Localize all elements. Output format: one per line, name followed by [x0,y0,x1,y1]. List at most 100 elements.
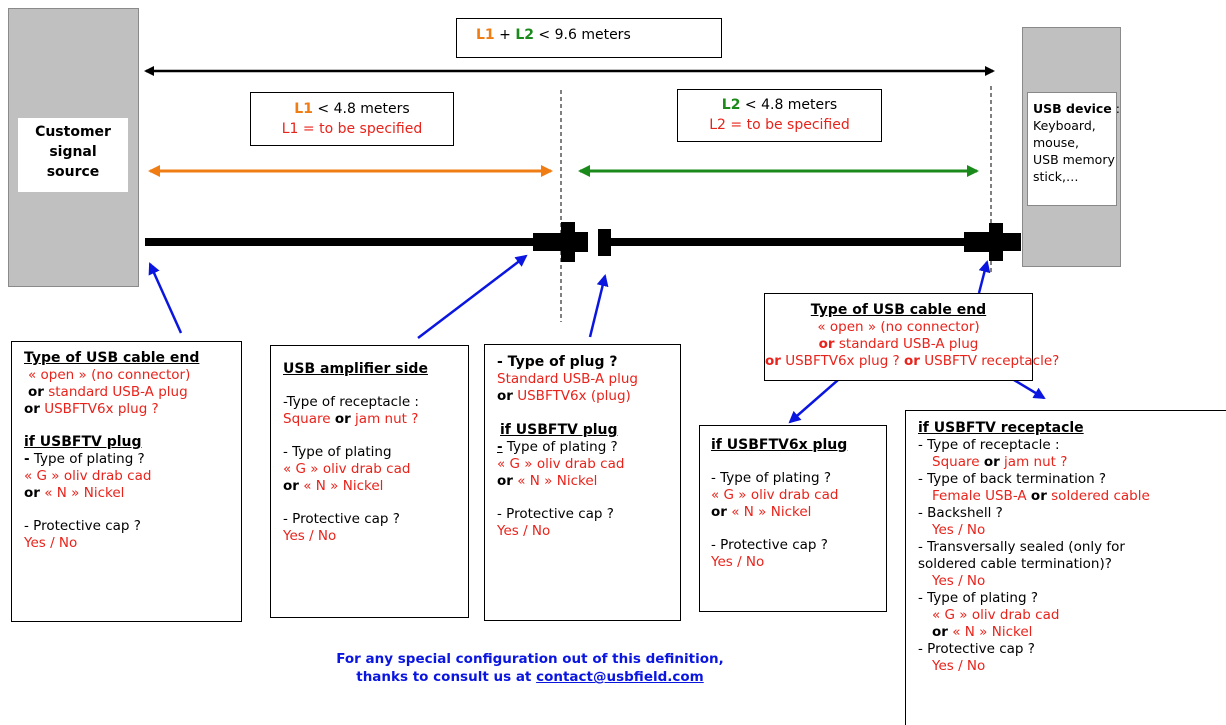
ftv6x-plug-box: if USBFTV6x plug - Type of plating ? « G… [699,425,887,612]
ftv6x-or: or [711,504,727,520]
source-line3: source [46,164,100,180]
cable-end-left-or2: or [24,401,40,417]
receptacle-backshell-q: - Backshell ? [918,505,1003,521]
cable-end-left-or1: or [28,384,44,400]
receptacle-sealed-yes-no: Yes / No [932,573,986,589]
device-line4: stick,… [1033,169,1079,184]
receptacle-sealed-q2: soldered cable termination)? [918,556,1112,572]
pointer-arrow-plug [588,274,609,338]
l1-label: L1 [294,101,313,117]
amp-side-rec-q: -Type of receptacle : [283,394,419,410]
receptacle-female: Female USB-A [932,488,1031,504]
cable-end-right-opt2: standard USB-A plug [834,336,979,352]
cable-end-left-g: « G » oliv drab cad [24,468,152,484]
cable-end-left-subtitle: if USBFTV plug [24,434,142,450]
device-connector-flange [989,223,1003,261]
receptacle-cap-q: - Protective cap ? [918,641,1035,657]
amplifier-side-box: USB amplifier side -Type of receptacle :… [270,345,469,618]
cable-end-left-box: Type of USB cable end « open » (no conne… [11,341,242,622]
receptacle-sealed-q1: - Transversally sealed (only for [918,539,1125,555]
receptacle-g: « G » oliv drab cad [932,607,1060,623]
plug-type-title: - Type of plug ? [497,354,618,370]
amp-side-title: USB amplifier side [283,361,428,377]
plug-type-yes-no: Yes / No [497,523,551,539]
receptacle-or2: or [1030,488,1047,504]
plug-type-or1: or [497,388,513,404]
amp-side-yes-no: Yes / No [283,528,337,544]
cable-end-right-or3: or [904,353,920,369]
amplifier-connector-body [533,233,564,251]
ftv6x-g: « G » oliv drab cad [711,487,839,503]
device-line2: mouse, [1033,135,1079,150]
receptacle-jam: jam nut ? [999,454,1068,470]
l2-spec: L2 = to be specified [709,117,850,133]
receptacle-cap-yes-no: Yes / No [932,658,986,674]
cable-end-right-box: Type of USB cable end « open » (no conne… [764,293,1059,381]
amp-side-cap-q: - Protective cap ? [283,511,400,527]
cable-end-right-title: Type of USB cable end [810,302,987,318]
pointer-arrow-right-end [977,260,991,294]
amp-side-n: « N » Nickel [298,478,384,494]
plug-type-opt2: USBFTV6x (plug) [512,388,631,404]
footer-line2: thanks to consult us at [356,669,537,685]
ftv6x-title: if USBFTV6x plug [711,437,848,453]
l1-rest: < 4.8 meters [312,101,410,117]
l1-length-box: L1 < 4.8 meters L1 = to be specified [250,92,454,146]
amp-side-or2: or [283,478,299,494]
plug-type-or2: or [497,473,513,489]
receptacle-square: Square [932,454,984,470]
receptacle-or1: or [983,454,1000,470]
total-plus: + [494,27,516,43]
device-title: USB device [1033,101,1112,116]
amp-side-g: « G » oliv drab cad [283,461,411,477]
amplifier-connector-flange [561,222,575,262]
cable-end-right-opt3: USBFTV6x plug ? [780,353,905,369]
ftv6x-plating-q: - Type of plating ? [711,470,831,486]
cable-end-left-plating-q: Type of plating ? [29,451,145,467]
l2-length-box: L2 < 4.8 meters L2 = to be specified [677,89,882,142]
total-length-box: L1 + L2 < 9.6 meters [456,18,722,58]
pointer-arrow-left-end [148,262,183,334]
cable-end-left-title: Type of USB cable end [24,350,200,366]
cable-end-left-n: « N » Nickel [39,485,125,501]
plug-type-subtitle: if USBFTV plug [500,422,618,438]
cable-end-left-or3: or [24,485,40,501]
cable-right [608,238,970,246]
cable-end-left-yes-no: Yes / No [24,535,78,551]
plug-type-cap-q: - Protective cap ? [497,506,614,522]
cable-end-left-opt3: USBFTV6x plug ? [39,401,159,417]
ftv6x-cap-q: - Protective cap ? [711,537,828,553]
total-rest: < 9.6 meters [533,27,631,43]
cable-end-left-opt1: « open » (no connector) [28,367,191,383]
receptacle-soldered: soldered cable [1046,488,1150,504]
amp-side-square: Square [283,411,335,427]
plug-type-n: « N » Nickel [512,473,598,489]
contact-email-link[interactable]: contact@usbfield.com [536,669,704,685]
plug-type-box: - Type of plug ? Standard USB-A plug or … [484,344,681,621]
cable-end-right-opt1: « open » (no connector) [817,319,980,335]
cable-end-left-dash: - [24,451,30,467]
cable-end-left-opt2: standard USB-A plug [43,384,188,400]
ftv6x-n: « N » Nickel [726,504,812,520]
pointer-arrow-receptacle [1013,378,1046,400]
cable-left [145,238,537,246]
total-l1: L1 [476,27,495,43]
plug-type-opt1: Standard USB-A plug [497,371,638,387]
receptacle-n: « N » Nickel [947,624,1033,640]
footer-note: For any special configuration out of thi… [200,650,860,686]
device-line1: Keyboard, [1033,118,1096,133]
l1-spec: L1 = to be specified [281,121,423,137]
amp-side-jam: jam nut ? [350,411,419,427]
customer-source-label: Customer signal source [18,118,128,192]
cable-end-left-cap-q: - Protective cap ? [24,518,141,534]
plug-type-plating-q: Type of plating ? [502,439,618,455]
receptacle-rec-q: - Type of receptacle : [918,437,1060,453]
receptacle-title: if USBFTV receptacle [918,420,1084,436]
amplifier-connector-tip [573,232,588,252]
ftv-receptacle-box: if USBFTV receptacle - Type of receptacl… [905,410,1226,725]
cable-end-right-or2: or [765,353,781,369]
amp-side-plating-q: - Type of plating [283,444,392,460]
receptacle-plating-q: - Type of plating ? [918,590,1038,606]
receptacle-backshell-yes-no: Yes / No [932,522,986,538]
plug-type-g: « G » oliv drab cad [497,456,625,472]
